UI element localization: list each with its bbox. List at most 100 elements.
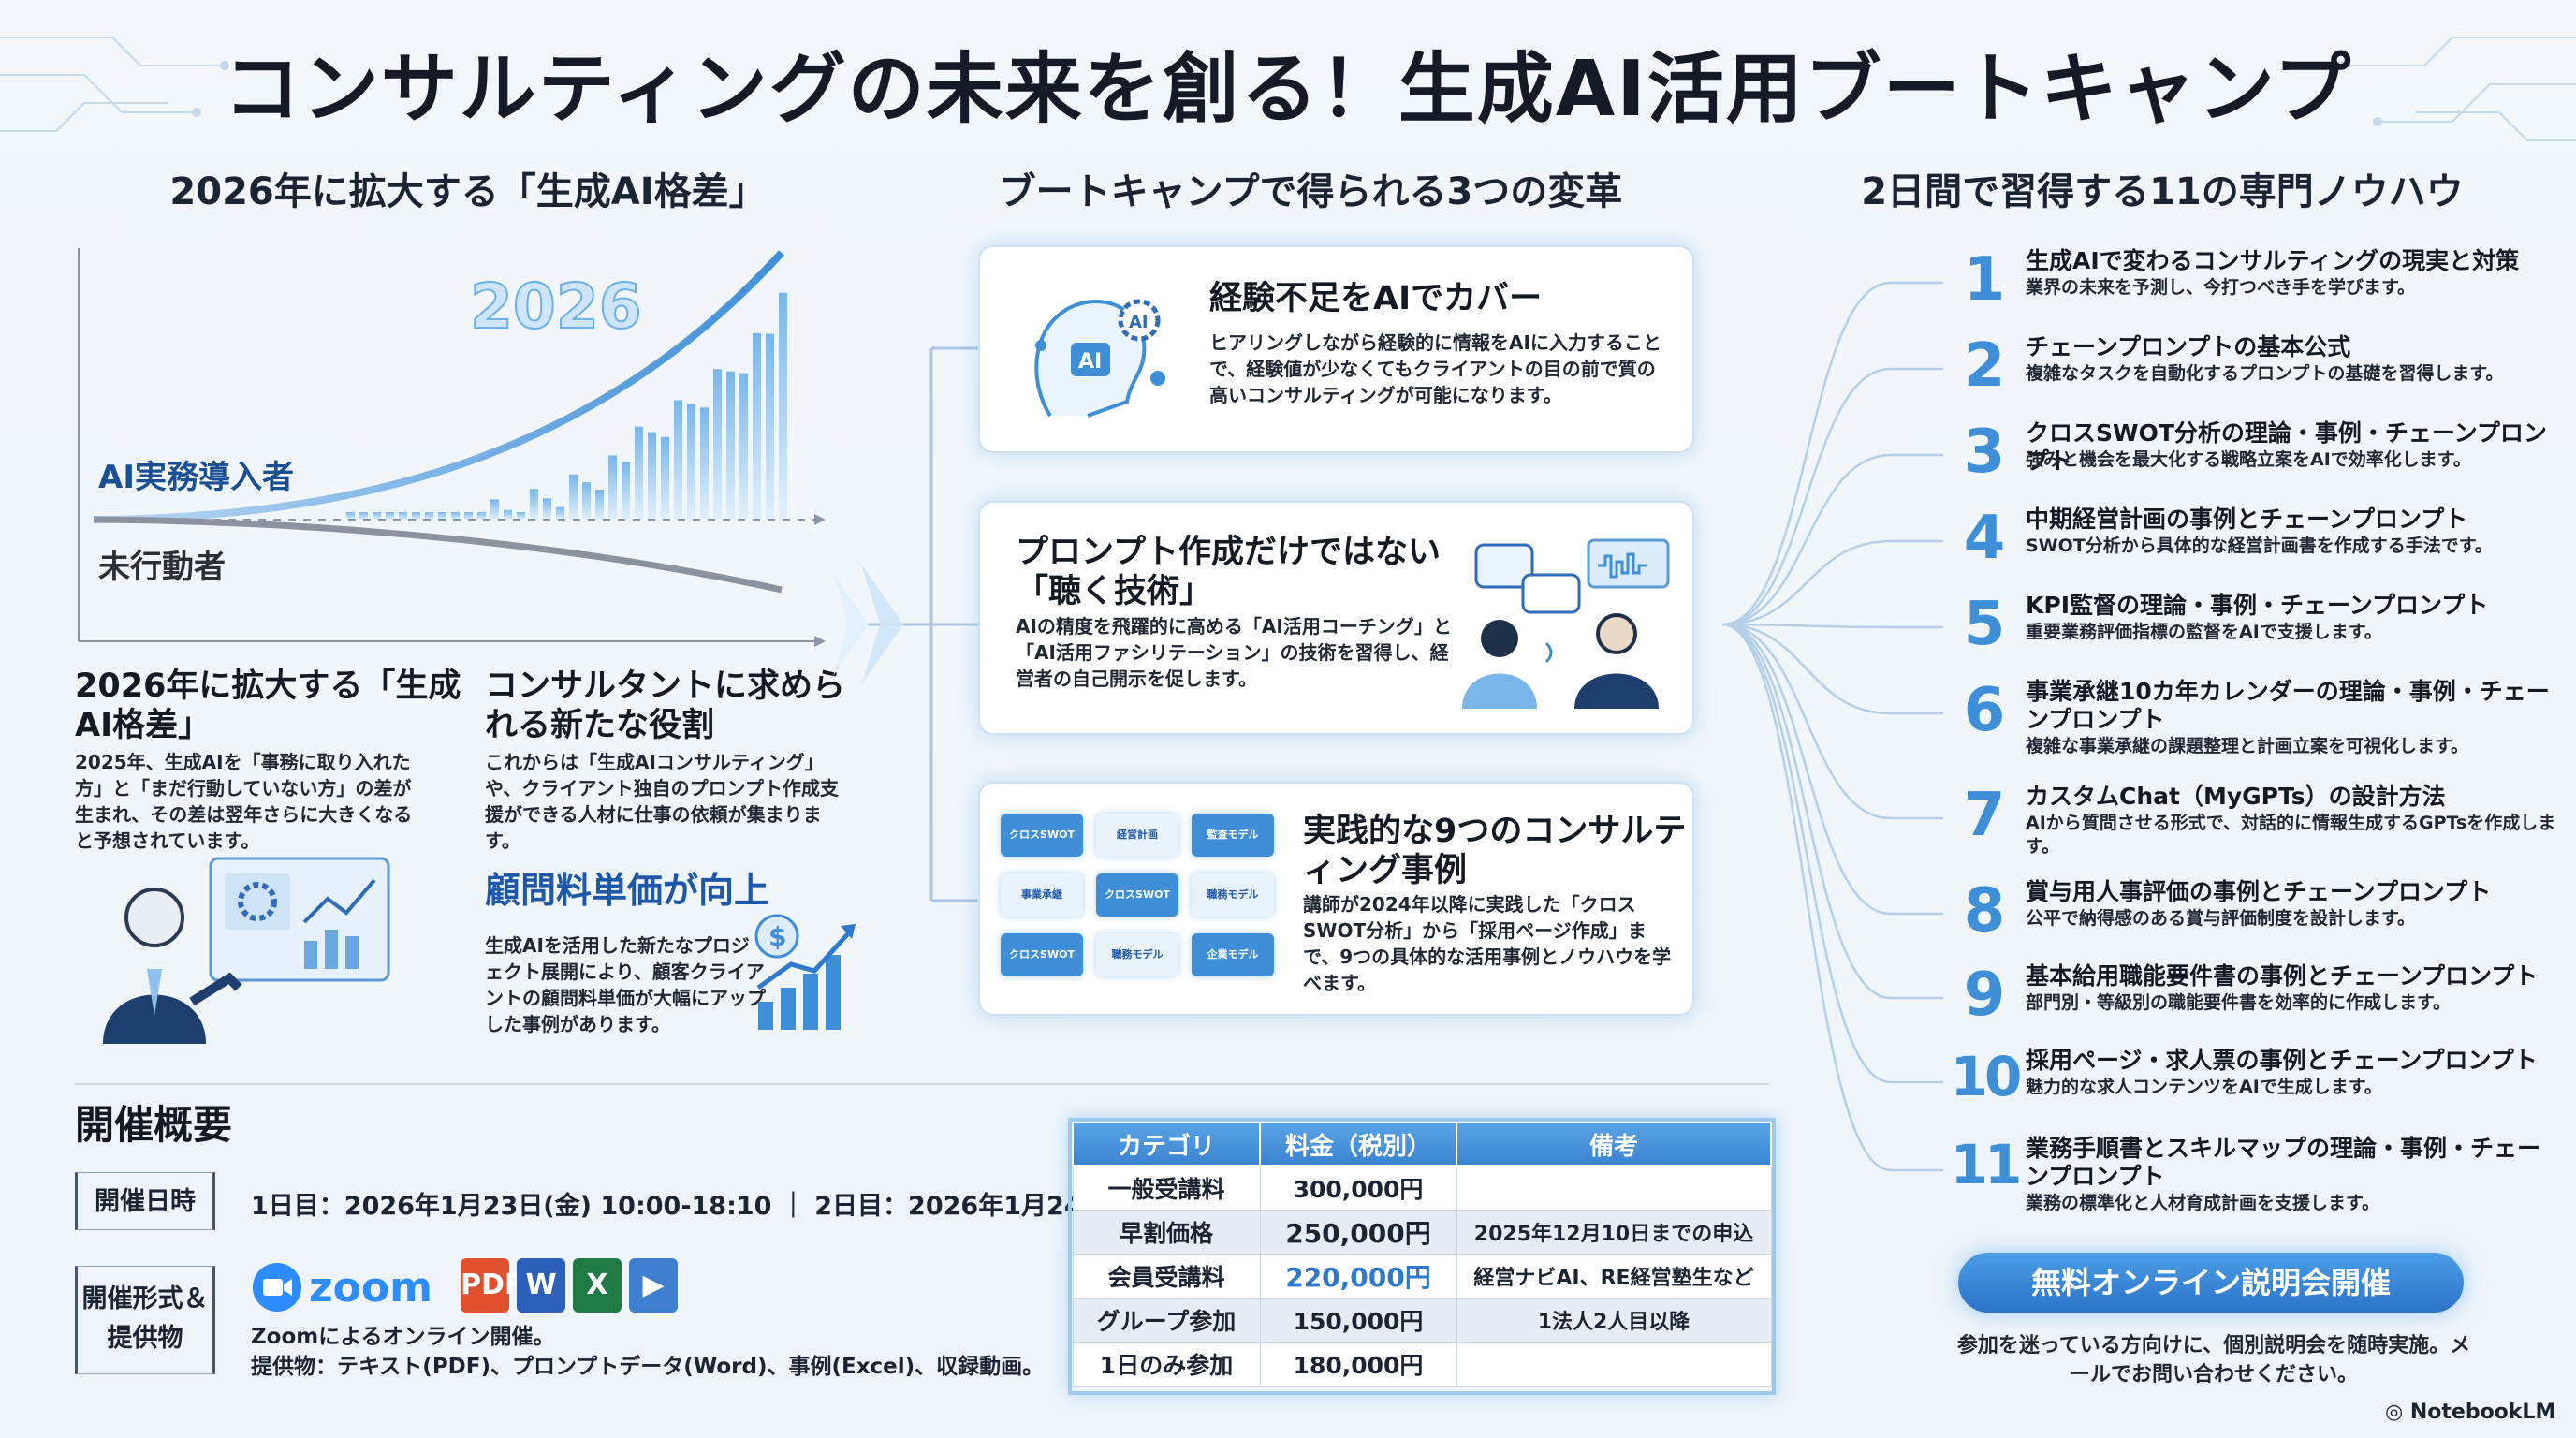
item-title: 中期経営計画の事例とチェーンプロンプト bbox=[2026, 506, 2468, 533]
divider bbox=[75, 1083, 1769, 1085]
table-cell: 1日のみ参加 bbox=[1072, 1341, 1261, 1387]
tree-branch bbox=[1722, 539, 1943, 626]
decor-bar bbox=[739, 373, 748, 520]
table-row: 会員受講料 220,000円 経営ナビAI、RE経営塾生など bbox=[1072, 1253, 1772, 1299]
item-number: 1 bbox=[1963, 245, 2006, 315]
table-row: グループ参加 150,000円 1法人2人目以降 bbox=[1072, 1297, 1772, 1343]
date-text: 1日目：2026年1月23日(金) 10:00-18:10 ｜ 2日目：2026… bbox=[251, 1192, 1156, 1221]
item-title: チェーンプロンプトの基本公式 bbox=[2026, 333, 2351, 360]
item-description: AIから質問させる形式で、対話的に情報生成するGPTsを作成します。 bbox=[2026, 813, 2556, 857]
format-line-1: Zoomによるオンライン開催。 bbox=[251, 1325, 555, 1349]
decor-bar bbox=[359, 512, 368, 520]
table-cell: 220,000円 bbox=[1259, 1253, 1457, 1299]
item-description: 部門別・等級別の職能要件書を効率的に作成します。 bbox=[2026, 992, 2452, 1013]
table-cell: 早割価格 bbox=[1072, 1209, 1261, 1255]
decor-bar bbox=[753, 332, 761, 520]
item-title: 生成AIで変わるコンサルティングの現実と対策 bbox=[2026, 247, 2520, 274]
decor-bar bbox=[412, 512, 420, 520]
section-title-transform: ブートキャンプで得られる3つの変革 bbox=[998, 170, 1623, 213]
svg-text:zoom: zoom bbox=[309, 1264, 432, 1312]
decor-bar bbox=[779, 292, 787, 520]
ai-brain-icon: AI AI bbox=[1034, 299, 1165, 418]
fee-heading: 顧問料単価が向上 bbox=[485, 870, 770, 911]
table-cell: グループ参加 bbox=[1072, 1297, 1261, 1343]
table-cell: 150,000円 bbox=[1259, 1297, 1457, 1343]
item-number: 2 bbox=[1963, 331, 2006, 401]
page-title: コンサルティングの未来を創る！生成AI活用ブートキャンプ bbox=[223, 45, 2353, 134]
table-row: 早割価格 250,000円 2025年12月10日までの申込 bbox=[1072, 1209, 1772, 1255]
table-header: 備考 bbox=[1456, 1122, 1772, 1167]
decor-bar bbox=[490, 499, 499, 520]
format-line-2: 提供物：テキスト(PDF)、プロンプトデータ(Word)、事例(Excel)、収… bbox=[251, 1355, 1045, 1379]
item-title: 事業承継10カ年カレンダーの理論・事例・チェーンプロンプト bbox=[2026, 678, 2550, 733]
tree-branch bbox=[1722, 281, 1943, 626]
price-table-frame bbox=[1068, 1118, 1776, 1395]
growth-bars bbox=[346, 292, 787, 520]
table-cell: 会員受講料 bbox=[1072, 1253, 1261, 1299]
table-cell: 180,000円 bbox=[1259, 1341, 1457, 1387]
table-cell: 1法人2人目以降 bbox=[1456, 1297, 1772, 1343]
overview-title: 開催概要 bbox=[75, 1102, 233, 1148]
case-tile: 企業モデル bbox=[1192, 933, 1274, 976]
item-description: 複雑な事業承継の課題整理と計画立案を可視化します。 bbox=[2026, 736, 2469, 756]
decor-bar bbox=[700, 407, 709, 520]
item-number: 5 bbox=[1963, 590, 2006, 659]
price-table: カテゴリ 料金（税別） 備考 一般受講料 300,000円 早割価格 250,0… bbox=[1072, 1122, 1772, 1387]
table-header: 料金（税別） bbox=[1259, 1122, 1457, 1167]
word-icon: W bbox=[517, 1258, 565, 1313]
decor-bar bbox=[622, 462, 630, 520]
case-tile: 職務モデル bbox=[1192, 873, 1274, 917]
tree-branch bbox=[1722, 623, 1943, 916]
item-title: 採用ページ・求人票の事例とチェーンプロンプト bbox=[2026, 1047, 2538, 1074]
adopter-curve bbox=[93, 250, 784, 523]
decor-bar bbox=[399, 512, 407, 520]
zoom-logo: zoom bbox=[251, 1260, 485, 1318]
item-description: 魅力的な求人コンテンツをAIで生成します。 bbox=[2026, 1077, 2382, 1097]
svg-text:AI: AI bbox=[1078, 350, 1102, 374]
consultant-illustration bbox=[103, 857, 390, 1044]
table-header: カテゴリ bbox=[1072, 1122, 1261, 1167]
table-cell: 経営ナビAI、RE経営塾生など bbox=[1456, 1253, 1772, 1299]
card1-heading: 経験不足をAIでカバー bbox=[1209, 280, 1543, 317]
table-cell: 一般受講料 bbox=[1072, 1165, 1261, 1211]
item-number: 9 bbox=[1963, 961, 2006, 1030]
decor-bar bbox=[595, 490, 604, 520]
role-heading: コンサルタントに求められる新たな役割 bbox=[485, 668, 846, 744]
case-tile: 職務モデル bbox=[1096, 933, 1178, 976]
fee-text: 生成AIを活用した新たなプロジェクト展開により、顧客クライアントの顧問料単価が大… bbox=[485, 934, 766, 1035]
item-description: 公平で納得感のある賞与評価制度を設計します。 bbox=[2026, 908, 2416, 929]
tree-branch bbox=[1722, 623, 1943, 629]
brand-label: ◎ NotebookLM bbox=[2385, 1401, 2555, 1424]
table-row: 一般受講料 300,000円 bbox=[1072, 1165, 1772, 1211]
decor-bar bbox=[726, 371, 735, 520]
svg-text:AI: AI bbox=[1129, 313, 1149, 332]
excel-icon: X bbox=[573, 1258, 622, 1313]
case-tile: クロスSWOT bbox=[1001, 814, 1083, 857]
decor-bar bbox=[582, 482, 591, 520]
item-title: 賞与用人事評価の事例とチェーンプロンプト bbox=[2026, 878, 2492, 905]
card3-text: 講師が2024年以降に実践した「クロスSWOT分析」から「採用ページ作成」まで、… bbox=[1303, 893, 1672, 994]
free-session-button[interactable]: 無料オンライン説明会開催 bbox=[1958, 1253, 2464, 1313]
free-session-note: 参加を迷っている方向けに、個別説明会を随時実施。メールでお問い合わせください。 bbox=[1956, 1334, 2471, 1387]
date-label: 開催日時 bbox=[75, 1172, 215, 1230]
item-title: クロスSWOT分析の理論・事例・チェーンプロンプト bbox=[2026, 419, 2547, 475]
gap-text: 2025年、生成AIを「事務に取り入れた方」と「まだ行動していない方」の差が生ま… bbox=[75, 751, 413, 852]
ai-gap-chart: 2026 bbox=[78, 248, 826, 647]
item-title: KPI監督の理論・事例・チェーンプロンプト bbox=[2026, 592, 2489, 619]
table-cell: 300,000円 bbox=[1259, 1165, 1457, 1211]
item-number: 4 bbox=[1963, 504, 2006, 573]
decor-bar bbox=[386, 512, 394, 520]
decor-bar bbox=[425, 512, 433, 520]
decor-bar bbox=[569, 474, 578, 520]
role-text: これからは「生成AIコンサルティング」や、クライアント独自のプロンプト作成支援が… bbox=[485, 751, 839, 852]
svg-text:$: $ bbox=[768, 921, 786, 952]
item-number: 10 bbox=[1950, 1045, 2023, 1108]
item-title: カスタムChat（MyGPTs）の設計方法 bbox=[2026, 783, 2446, 810]
case-tile: クロスSWOT bbox=[1096, 873, 1178, 917]
transform-card-experience: AI AI 経験不足をAIでカバー ヒアリングしながら経験的に情報をAIに入力す… bbox=[978, 245, 1694, 453]
